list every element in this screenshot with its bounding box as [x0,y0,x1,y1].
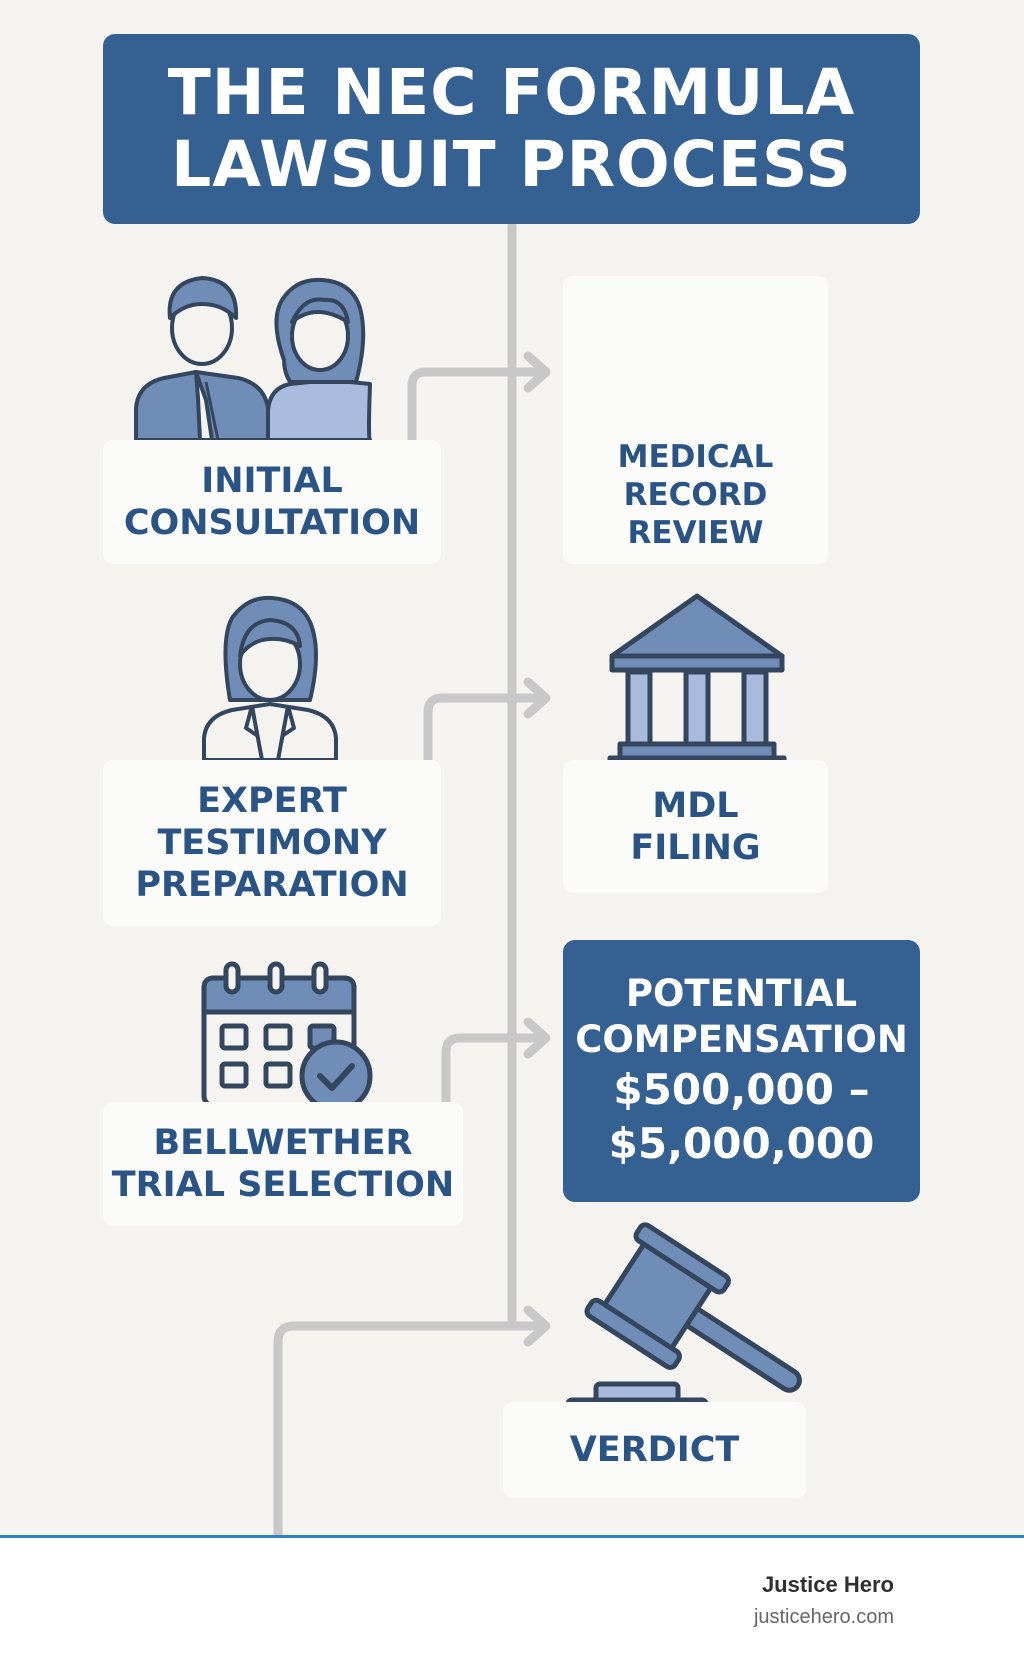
expert-doctor-icon [202,595,338,762]
compensation-amount-low: $500,000 – [613,1065,870,1114]
calendar-check-icon [201,961,373,1113]
step-expert-testimony: EXPERT TESTIMONY PREPARATION [103,760,441,926]
gavel-icon [565,1222,802,1423]
step-label-line: MDL [652,785,739,826]
step-label-line: RECORD [623,477,768,513]
courthouse-icon [607,593,787,775]
step-label-line: PREPARATION [135,865,409,905]
step-mdl-filing: MDL FILING [563,760,828,893]
title-banner: THE NEC FORMULA LAWSUIT PROCESS [103,34,920,224]
step-label-line: BELLWETHER [153,1123,413,1163]
step-label-line: VERDICT [569,1430,740,1470]
connector-verdict [273,1321,550,1539]
title-line-1: THE NEC FORMULA [167,56,856,129]
step-label-line: TRIAL SELECTION [111,1165,455,1205]
step-label-line: CONSULTATION [123,503,421,543]
footer [0,1535,1024,1669]
connector-lines [273,221,551,1539]
potential-compensation-box: POTENTIAL COMPENSATION $500,000 – $5,000… [563,940,920,1202]
connector-bellwether [441,1033,550,1107]
step-label-line: EXPERT [197,781,347,821]
step-bellwether-trial-selection: BELLWETHER TRIAL SELECTION [103,1102,463,1226]
title-line-2: LAWSUIT PROCESS [171,128,852,201]
connector-consultation [407,367,550,445]
step-label-line: MEDICAL [617,439,774,475]
compensation-label-line-2: COMPENSATION [575,1018,908,1061]
arrowhead-compensation [523,1017,551,1059]
step-label-line: TESTIMONY [157,823,387,863]
step-initial-consultation: INITIAL CONSULTATION [103,440,441,564]
step-verdict: VERDICT [503,1402,806,1498]
consultation-people-icon [134,276,372,442]
footer-brand-url[interactable]: justicehero.com [753,1606,894,1628]
arrowhead-mdl [523,677,551,719]
compensation-label-line-1: POTENTIAL [625,972,858,1015]
step-label-line: FILING [630,827,761,868]
footer-brand-name: Justice Hero [761,1572,894,1597]
step-label-line: REVIEW [627,515,764,551]
connector-expert [423,693,550,765]
compensation-amount-high: $5,000,000 [608,1119,875,1168]
arrowhead-verdict [523,1305,551,1347]
arrowhead-medical [523,351,551,393]
step-medical-record-review: MEDICAL RECORD REVIEW [563,276,828,564]
step-label-line: INITIAL [201,461,343,501]
